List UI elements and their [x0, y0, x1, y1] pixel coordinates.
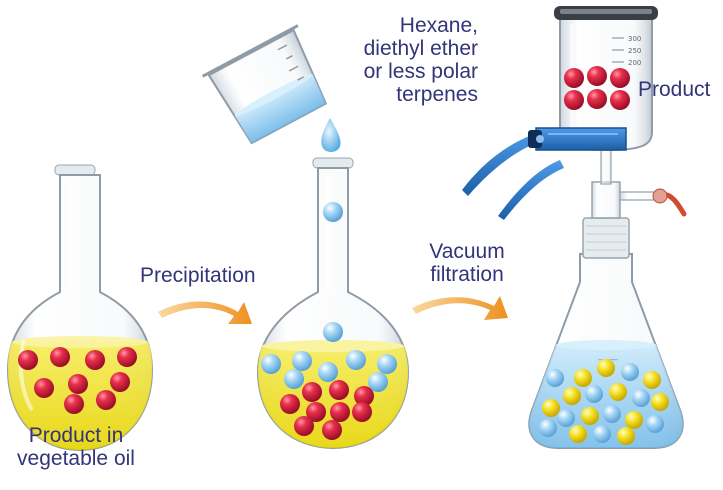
start-label: Product in vegetable oil — [0, 424, 152, 470]
falling-blue-beads — [323, 202, 343, 342]
filtrate-beads — [539, 359, 669, 445]
svg-text:300: 300 — [628, 35, 641, 43]
beaker-pouring — [201, 24, 328, 145]
solvent-line-1: Hexane, — [399, 14, 478, 37]
svg-text:200: 200 — [628, 59, 641, 67]
water-drop-falling — [321, 118, 341, 152]
flask-oil — [6, 164, 154, 452]
solvent-line-4: terpenes — [396, 83, 478, 106]
vacuum-line-1: Vacuum — [429, 240, 505, 263]
red-beads-flask-1 — [18, 347, 137, 414]
vacuum-line-2: filtration — [430, 263, 504, 286]
arrow-precipitation — [158, 301, 252, 324]
funnel-graduations: 300 250 200 — [612, 35, 641, 67]
vacuum-filtration-label: Vacuum filtration — [412, 240, 522, 286]
solvent-label: Hexane, diethyl ether or less polar terp… — [330, 14, 478, 106]
start-line-2: vegetable oil — [17, 447, 135, 470]
precipitation-text: Precipitation — [140, 264, 256, 287]
funnel-clamp — [462, 127, 627, 220]
mixed-beads-flask-2 — [261, 350, 397, 440]
solvent-line-2: diethyl ether — [363, 37, 478, 60]
flask-precipitation — [256, 157, 410, 450]
vacuum-filtration-setup: — — — [462, 6, 687, 449]
solvent-line-3: or less polar — [363, 60, 478, 83]
start-line-1: Product in — [28, 424, 124, 447]
svg-text:250: 250 — [628, 47, 641, 55]
arrow-vacuum-filtration — [412, 296, 508, 320]
product-text: Product — [638, 78, 711, 101]
precipitation-label: Precipitation — [140, 264, 256, 287]
product-beads-funnel — [564, 66, 630, 110]
product-label: Product — [638, 78, 710, 101]
